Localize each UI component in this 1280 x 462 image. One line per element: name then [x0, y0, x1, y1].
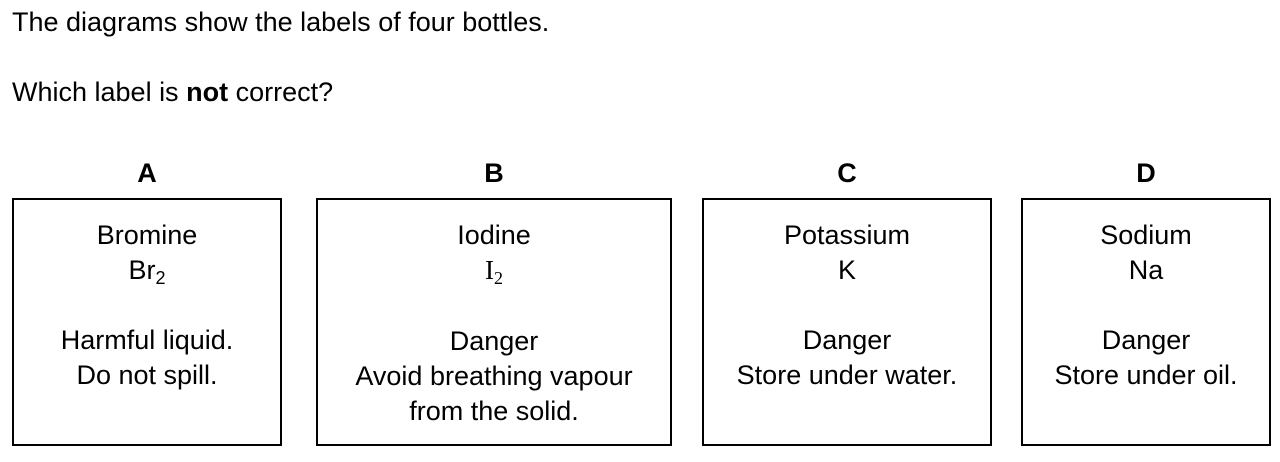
question-intro: The diagrams show the labels of four bot…: [12, 7, 550, 37]
warning-line: Avoid breathing vapour: [355, 361, 633, 391]
warning-line: Danger: [449, 326, 539, 356]
chemical-name: Potassium: [783, 220, 911, 250]
formula-symbol: I: [485, 255, 494, 285]
warning-line: from the solid.: [409, 396, 579, 426]
warning-line: Danger: [1101, 325, 1191, 355]
option-letter-a: A: [137, 158, 157, 188]
prompt-text-after: correct?: [228, 77, 334, 107]
bottle-label-a: Bromine Br2 Harmful liquid. Do not spill…: [12, 198, 282, 446]
chemical-formula: Na: [1023, 253, 1269, 288]
warning-line: Store under oil.: [1054, 360, 1238, 390]
formula-symbol: Na: [1128, 255, 1164, 285]
chemical-name: Iodine: [457, 220, 531, 250]
warning-line: Danger: [802, 325, 892, 355]
warning-line: Do not spill.: [76, 360, 218, 390]
bottle-label-b: Iodine I2 Danger Avoid breathing vapour …: [316, 198, 672, 446]
question-prompt: Which label is not correct?: [12, 76, 333, 108]
chemical-name: Sodium: [1100, 220, 1192, 250]
formula-subscript: 2: [155, 268, 166, 288]
warning-line: Store under water.: [736, 360, 958, 390]
chemical-formula: Br2: [14, 253, 280, 288]
warning-line: Harmful liquid.: [60, 325, 234, 355]
chemical-formula: K: [704, 253, 990, 288]
option-letter-b: B: [484, 158, 504, 188]
prompt-emphasis: not: [186, 77, 229, 107]
prompt-text-before: Which label is: [12, 77, 187, 107]
bottle-label-c: Potassium K Danger Store under water.: [702, 198, 992, 446]
option-letter-c: C: [837, 158, 857, 188]
chemical-name: Bromine: [96, 220, 198, 250]
formula-symbol: K: [837, 255, 856, 285]
option-letter-d: D: [1136, 158, 1156, 188]
formula-subscript: 2: [494, 268, 503, 288]
formula-symbol: Br: [128, 255, 156, 285]
bottle-label-d: Sodium Na Danger Store under oil.: [1021, 198, 1271, 446]
chemical-formula: I2: [318, 253, 670, 288]
